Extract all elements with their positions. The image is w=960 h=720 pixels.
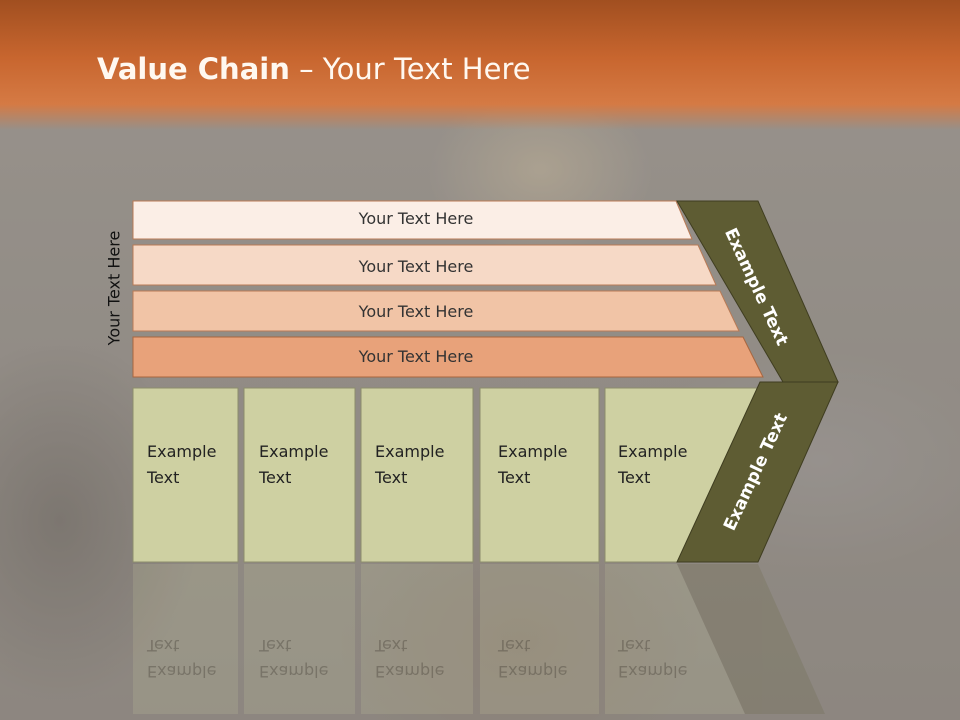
- bar-3-label: Your Text Here: [358, 302, 474, 321]
- title-rest: – Your Text Here: [289, 52, 531, 86]
- box-1-label: Example Text: [147, 442, 217, 487]
- box-2-label: Example Text: [259, 442, 329, 487]
- chevron-bottom[interactable]: [676, 381, 839, 563]
- box-3-reflection: Example Text: [375, 636, 445, 681]
- bar-3[interactable]: [132, 290, 740, 332]
- box-4-reflection: Example Text: [498, 636, 568, 681]
- title-bold: Value Chain: [97, 52, 290, 86]
- bar-4[interactable]: [132, 336, 764, 378]
- bar-1[interactable]: [132, 200, 693, 240]
- title-banner: [0, 0, 960, 130]
- bar-2[interactable]: [132, 244, 717, 286]
- reflection: [133, 564, 825, 714]
- bar-2-label: Your Text Here: [358, 257, 474, 276]
- box-3-label: Example Text: [375, 442, 445, 487]
- box-2[interactable]: [243, 387, 356, 563]
- box-3[interactable]: [360, 387, 474, 563]
- box-2-reflection: Example Text: [259, 636, 329, 681]
- box-5-reflection: Example Text: [618, 636, 688, 681]
- box-1-reflection: Example Text: [147, 636, 217, 681]
- bar-4-label: Your Text Here: [358, 347, 474, 366]
- box-4-label: Example Text: [498, 442, 568, 487]
- box-5-label: Example Text: [618, 442, 688, 487]
- box-1[interactable]: [132, 387, 239, 563]
- box-4[interactable]: [479, 387, 600, 563]
- bar-1-label: Your Text Here: [358, 209, 474, 228]
- slide-title: Value Chain – Your Text Here: [97, 52, 531, 86]
